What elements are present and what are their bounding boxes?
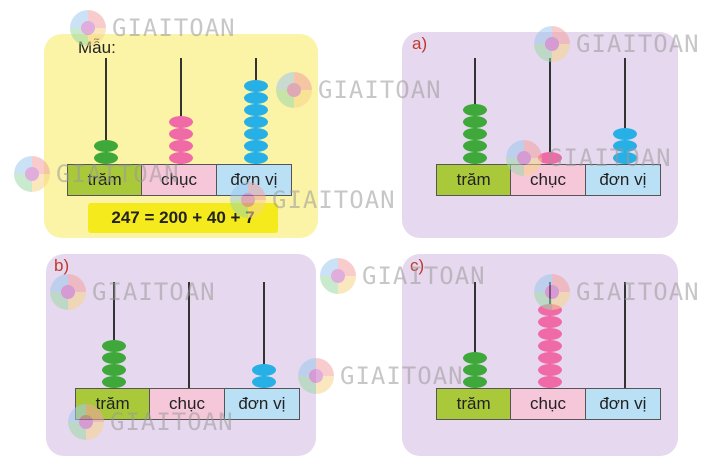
exercise-b-label: b) (54, 256, 70, 275)
abacus-rod (474, 282, 476, 388)
column-label-hundreds: trăm (437, 165, 512, 195)
hundreds-bead (102, 376, 126, 388)
abacus-rod (180, 58, 182, 164)
column-label-units: đơn vị (585, 389, 661, 419)
units-bead (244, 140, 268, 152)
units-bead (613, 140, 637, 152)
tens-bead (538, 316, 562, 328)
units-bead (244, 80, 268, 92)
tens-bead (538, 328, 562, 340)
hundreds-bead (463, 376, 487, 388)
column-label-tens: chục (511, 165, 586, 195)
hundreds-bead (463, 116, 487, 128)
abacus-rod (113, 282, 115, 388)
tens-bead (169, 140, 193, 152)
units-bead (244, 92, 268, 104)
abacus-rod (105, 58, 107, 164)
units-bead (244, 152, 268, 164)
column-label-hundreds: trăm (437, 389, 512, 419)
units-bead (613, 128, 637, 140)
exercise-b-panel: b) (46, 254, 316, 456)
exercise-c-label: c) (410, 256, 425, 275)
hundreds-bead (463, 352, 487, 364)
abacus-rod (624, 282, 626, 388)
column-label-units: đơn vị (216, 165, 292, 195)
column-label-tens: chục (511, 389, 586, 419)
column-label-hundreds: trăm (68, 165, 143, 195)
hundreds-bead (463, 128, 487, 140)
units-bead (244, 104, 268, 116)
sample-equation: 247 = 200 + 40 + 7 (88, 203, 278, 233)
units-bead (244, 128, 268, 140)
column-label-tens: chục (142, 165, 217, 195)
hundreds-bead (463, 140, 487, 152)
units-bead (244, 116, 268, 128)
abacus-rod (263, 282, 265, 388)
tens-bead (538, 304, 562, 316)
hundreds-bead (94, 140, 118, 152)
tens-bead (538, 352, 562, 364)
exercise-a-label: a) (412, 34, 428, 53)
tens-bead (538, 152, 562, 164)
column-label-hundreds: trăm (76, 389, 151, 419)
hundreds-bead (463, 152, 487, 164)
tens-bead (169, 128, 193, 140)
tens-bead (169, 152, 193, 164)
hundreds-bead (102, 364, 126, 376)
tens-bead (538, 340, 562, 352)
abacus-rod (549, 58, 551, 164)
hundreds-bead (463, 364, 487, 376)
column-label-units: đơn vị (585, 165, 661, 195)
tens-bead (169, 116, 193, 128)
sample-label: Mẫu: (78, 38, 116, 57)
hundreds-bead (102, 340, 126, 352)
abacus-rod (624, 58, 626, 164)
units-bead (252, 376, 276, 388)
tens-bead (538, 364, 562, 376)
hundreds-bead (463, 104, 487, 116)
abacus-rod (188, 282, 190, 388)
watermark-logo-icon (320, 258, 356, 294)
column-label-tens: chục (150, 389, 225, 419)
column-label-units: đơn vị (224, 389, 300, 419)
units-bead (613, 152, 637, 164)
units-bead (252, 364, 276, 376)
hundreds-bead (102, 352, 126, 364)
hundreds-bead (94, 152, 118, 164)
tens-bead (538, 376, 562, 388)
